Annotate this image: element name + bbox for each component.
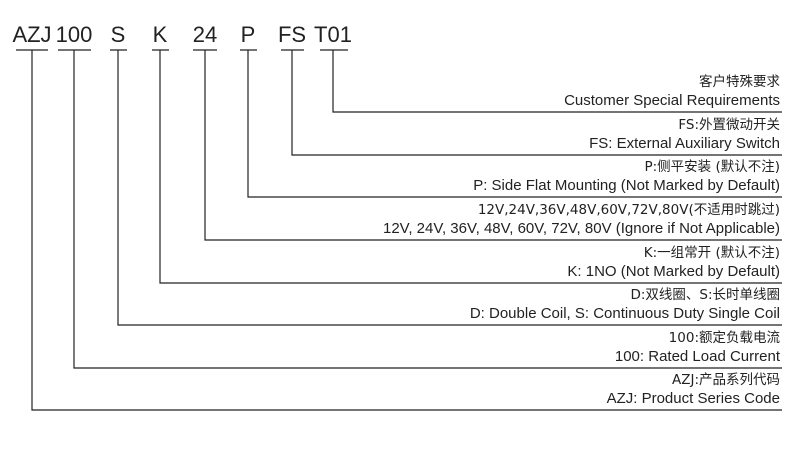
- description-k-en: K: 1NO (Not Marked by Default): [567, 263, 780, 280]
- leader-s: [117, 50, 782, 326]
- code-segment-s: S: [111, 22, 126, 47]
- description-s-zh: D:双线圈、S:长时单线圈: [630, 287, 780, 303]
- leader-lines: [31, 50, 782, 411]
- description-t01-zh: 客户特殊要求: [699, 73, 780, 90]
- description-azj-en: AZJ: Product Series Code: [607, 390, 780, 407]
- leader-azj: [31, 50, 782, 411]
- description-fs-en: FS: External Auxiliary Switch: [589, 135, 780, 152]
- leader-p: [247, 50, 782, 198]
- leader-100: [73, 50, 782, 369]
- code-segment-24: 24: [193, 22, 217, 47]
- description-s: D:双线圈、S:长时单线圈 D: Double Coil, S: Continu…: [470, 287, 780, 322]
- description-100-en: 100: Rated Load Current: [615, 348, 781, 365]
- code-segment-k: K: [153, 22, 168, 47]
- code-segment-fs: FS: [278, 22, 306, 47]
- description-fs-zh: FS:外置微动开关: [678, 117, 780, 133]
- leader-24: [204, 50, 782, 241]
- description-azj: AZJ:产品系列代码 AZJ: Product Series Code: [607, 372, 780, 407]
- description-k: K:一组常开 (默认不注) K: 1NO (Not Marked by Defa…: [567, 245, 780, 280]
- description-k-zh: K:一组常开 (默认不注): [644, 245, 780, 261]
- code-segment-p: P: [241, 22, 256, 47]
- leader-t01: [332, 50, 782, 113]
- description-24-en: 12V, 24V, 36V, 48V, 60V, 72V, 80V (Ignor…: [383, 220, 780, 237]
- description-fs: FS:外置微动开关 FS: External Auxiliary Switch: [589, 117, 780, 152]
- leader-fs: [291, 50, 782, 156]
- description-p-en: P: Side Flat Mounting (Not Marked by Def…: [473, 177, 780, 194]
- description-24-zh: 12V,24V,36V,48V,60V,72V,80V(不适用时跳过): [478, 202, 780, 218]
- description-p-zh: P:侧平安装 (默认不注): [644, 159, 780, 175]
- description-t01: 客户特殊要求 Customer Special Requirements: [564, 73, 780, 109]
- model-code-row: AZJ 100 S K 24 P FS T01: [12, 22, 352, 47]
- description-t01-en: Customer Special Requirements: [564, 92, 780, 109]
- code-segment-100: 100: [56, 22, 93, 47]
- leader-k: [159, 50, 782, 284]
- code-segment-t01: T01: [314, 22, 352, 47]
- description-100-zh: 100:额定负载电流: [669, 330, 781, 346]
- description-24: 12V,24V,36V,48V,60V,72V,80V(不适用时跳过) 12V,…: [383, 202, 780, 237]
- description-100: 100:额定负载电流 100: Rated Load Current: [615, 330, 781, 365]
- description-s-en: D: Double Coil, S: Continuous Duty Singl…: [470, 305, 780, 322]
- description-azj-zh: AZJ:产品系列代码: [672, 372, 780, 388]
- code-segment-azj: AZJ: [12, 22, 51, 47]
- description-p: P:侧平安装 (默认不注) P: Side Flat Mounting (Not…: [473, 159, 780, 194]
